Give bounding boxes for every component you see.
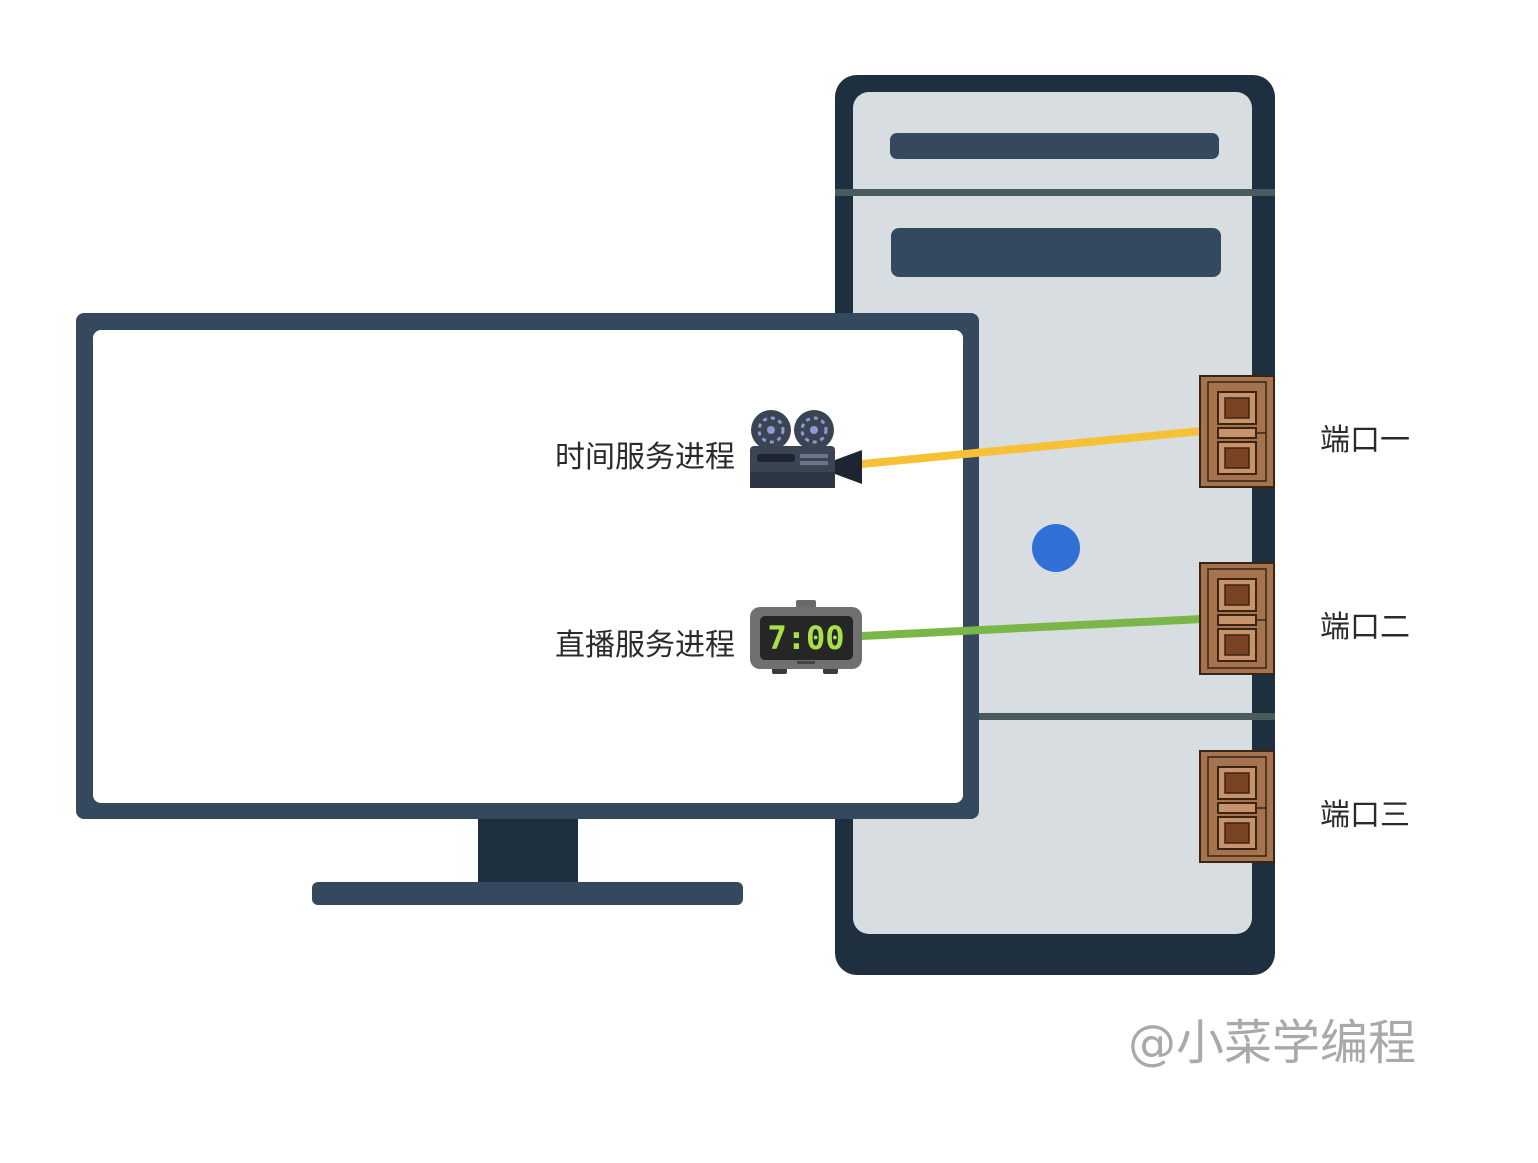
monitor-base [312,882,743,905]
monitor-screen [93,330,963,803]
process-label-live: 直播服务进程 [555,628,735,663]
port-label-1: 端口一 [1320,423,1410,458]
port-socket-top-hole [1224,397,1250,419]
monitor-neck [478,815,578,885]
port-slot [1217,802,1257,814]
clock-time: 7:00 [767,619,844,657]
connection-line-time [858,427,1206,468]
monitor [76,313,979,905]
camera-lens [835,450,862,484]
port-socket-bottom-hole [1224,447,1250,469]
port-slot [1217,427,1257,439]
port-label-3: 端口三 [1320,798,1410,833]
port-socket-bottom-hole [1224,822,1250,844]
connection-line-live [858,615,1206,640]
drive-slot-2 [891,228,1221,277]
film-camera-icon [750,410,862,488]
port-inner-border [1207,381,1267,482]
port-slot [1217,614,1257,626]
tower-divider-bottom [960,713,1275,720]
tower-divider-top [835,189,1275,196]
power-led [1032,524,1080,572]
port-1 [1199,375,1275,488]
port-3 [1199,750,1275,863]
process-label-time: 时间服务进程 [555,440,735,475]
port-2 [1199,562,1275,675]
port-socket-top-hole [1224,772,1250,794]
port-inner-border [1207,568,1267,669]
drive-slot-1 [890,133,1219,159]
clock-display [760,616,853,660]
alarm-clock-icon: 7:00 [750,600,862,674]
port-socket-top-hole [1224,584,1250,606]
port-socket-bottom-hole [1224,634,1250,656]
port-inner-border [1207,756,1267,857]
port-label-2: 端口二 [1320,610,1410,645]
watermark: @小菜学编程 [1128,1015,1417,1071]
